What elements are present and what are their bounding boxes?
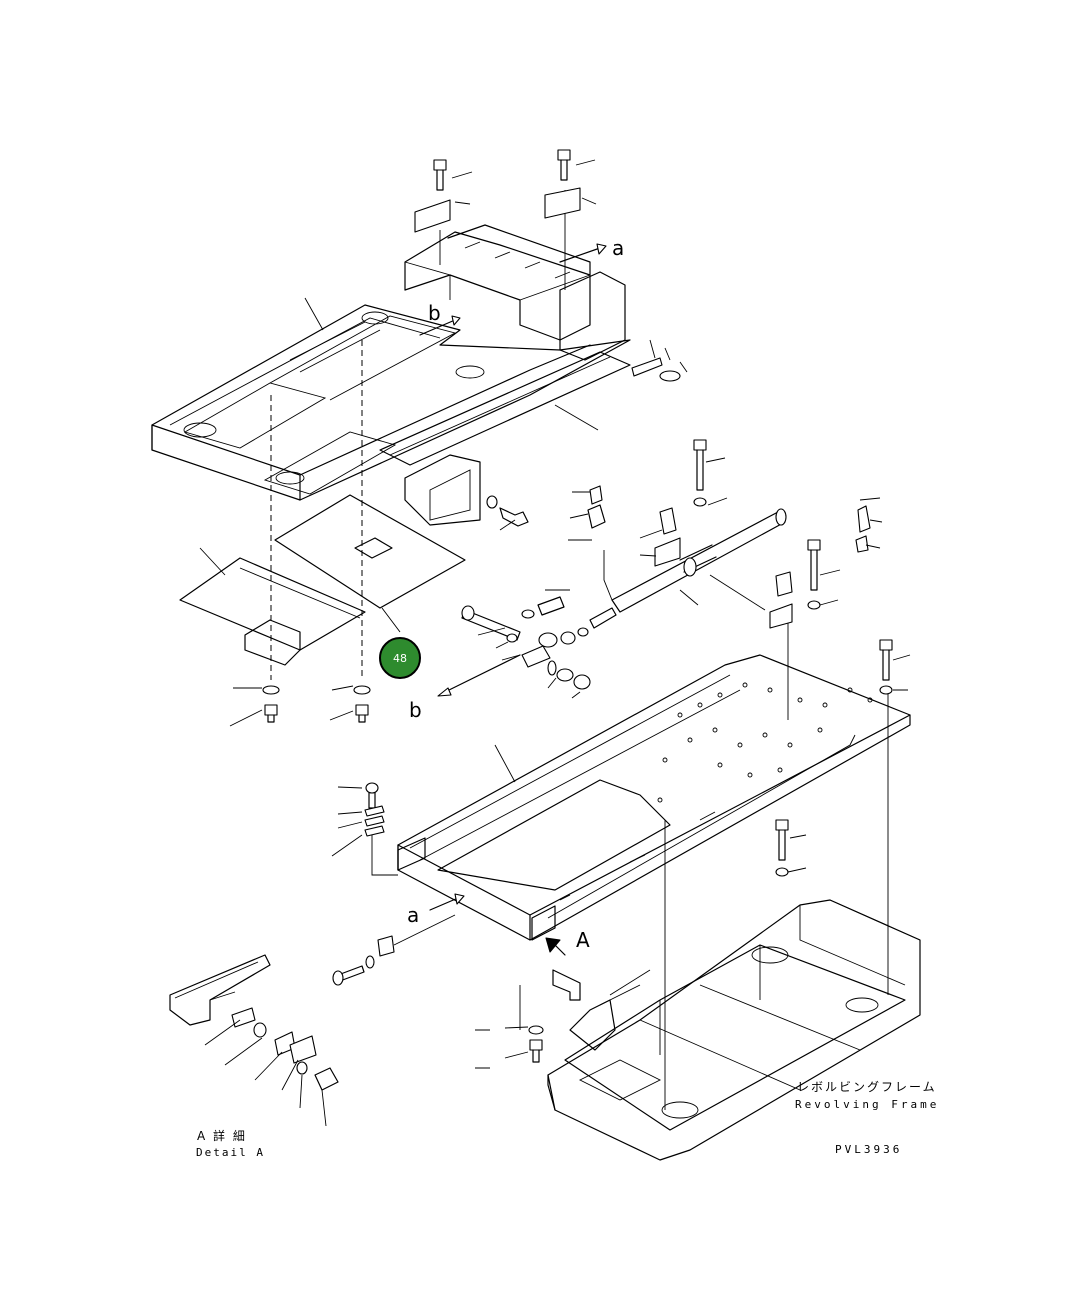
floor-plates: [179, 494, 466, 666]
fasteners: [229, 149, 911, 1069]
view-label-b-bottom: b: [409, 698, 422, 722]
frame-label-japanese: レボルビングフレーム: [797, 1080, 937, 1094]
frame-label-english: Revolving Frame: [795, 1098, 940, 1111]
damper-assembly: [568, 485, 883, 629]
view-label-b-top: b: [428, 301, 441, 325]
detail-a: [169, 954, 339, 1127]
view-label-a-top: a: [612, 236, 625, 260]
detail-label-english: Detail A: [196, 1146, 265, 1159]
detail-label-japanese: A 詳 細: [197, 1129, 247, 1143]
assembly-guide-lines: [270, 190, 889, 1110]
part-callout-48[interactable]: 48: [379, 637, 421, 679]
revolving-frame: [547, 899, 921, 1161]
main-deck: [397, 654, 911, 941]
view-label-detail-a: A: [576, 928, 590, 952]
view-arrows: [419, 243, 607, 956]
drawing-code: PVL3936: [835, 1143, 903, 1156]
view-label-a-bottom: a: [407, 903, 420, 927]
deck-holes: [657, 682, 873, 803]
upper-frame: [151, 224, 631, 526]
